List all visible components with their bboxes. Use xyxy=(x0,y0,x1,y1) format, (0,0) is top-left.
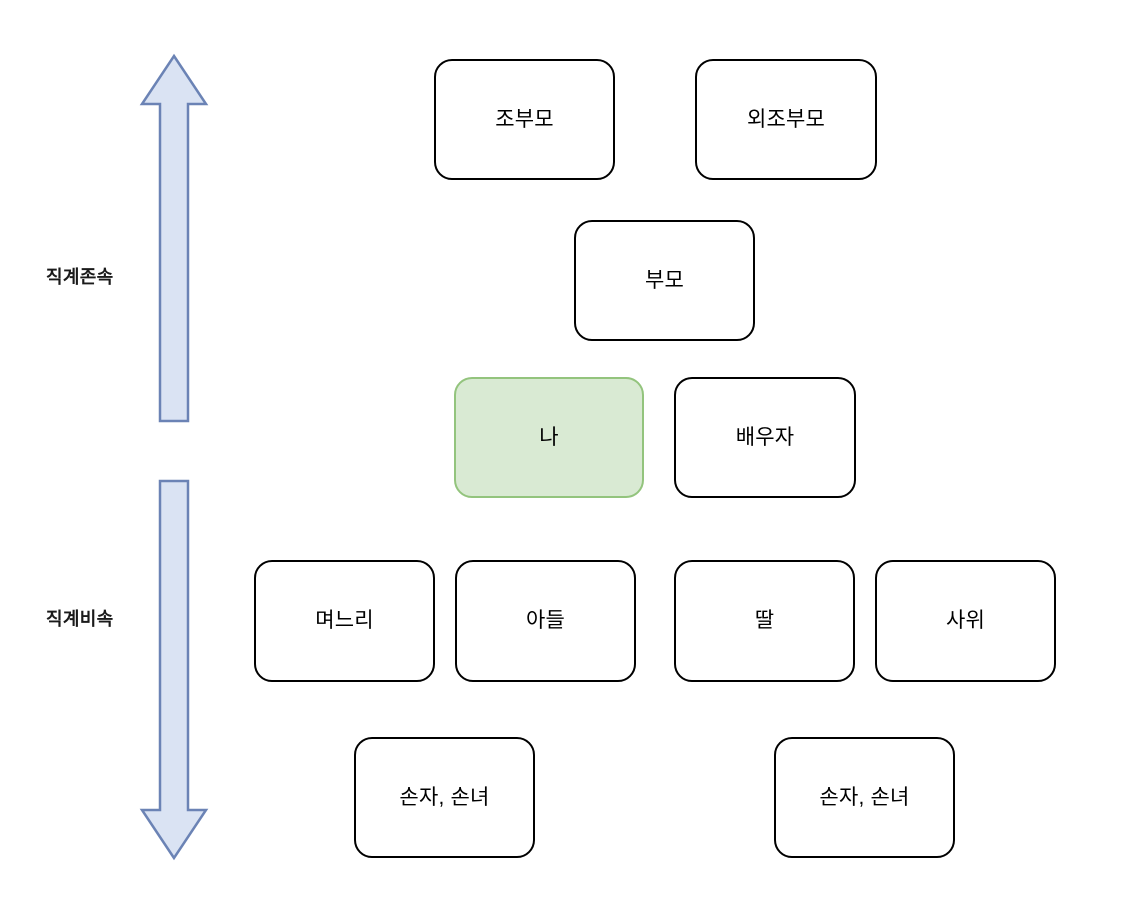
node-son-in-law[interactable]: 사위 xyxy=(875,560,1056,682)
arrow-down-icon xyxy=(138,478,210,862)
node-grandchildren-right[interactable]: 손자, 손녀 xyxy=(774,737,955,858)
node-self[interactable]: 나 xyxy=(454,377,644,498)
section-label-descendants: 직계비속 xyxy=(46,609,114,629)
node-daughter[interactable]: 딸 xyxy=(674,560,855,682)
node-parents[interactable]: 부모 xyxy=(574,220,755,341)
node-grandchildren-left[interactable]: 손자, 손녀 xyxy=(354,737,535,858)
node-son[interactable]: 아들 xyxy=(455,560,636,682)
node-daughter-in-law[interactable]: 며느리 xyxy=(254,560,435,682)
node-spouse[interactable]: 배우자 xyxy=(674,377,856,498)
section-label-ascendants: 직계존속 xyxy=(46,267,114,287)
node-maternal-grandparents[interactable]: 외조부모 xyxy=(695,59,877,180)
node-grandparents[interactable]: 조부모 xyxy=(434,59,615,180)
arrow-up-icon xyxy=(138,52,210,424)
